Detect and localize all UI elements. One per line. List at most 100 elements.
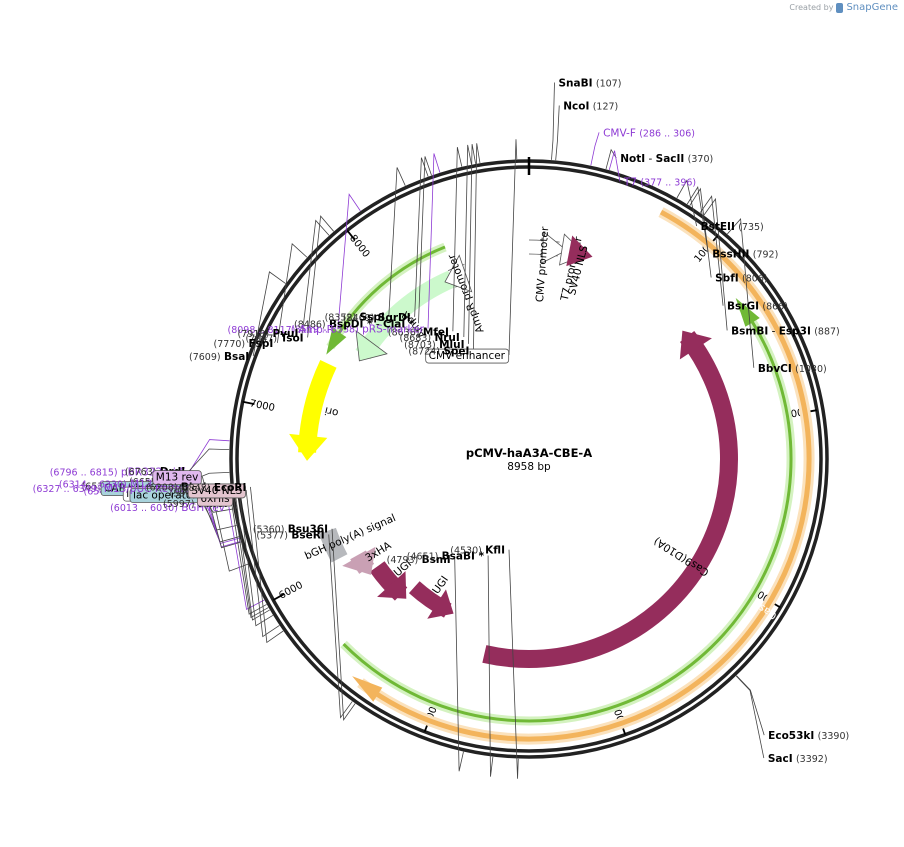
site-position: (286 .. 306)	[639, 128, 695, 139]
site-name: BspDI	[329, 318, 363, 330]
label-saci[interactable]: SacI (3392)	[768, 753, 828, 765]
label-bseri[interactable]: (5377) BseRI	[256, 529, 324, 541]
label-mlui[interactable]: (8703) MluI	[404, 339, 464, 351]
leader-line	[487, 555, 494, 777]
feature-green-outer[interactable]	[342, 305, 793, 723]
label-cmvenh[interactable]: CMV enhancer	[425, 348, 510, 364]
label-noti[interactable]: NotI - SacII (370)	[620, 153, 713, 165]
site-position: (8469)	[343, 313, 375, 324]
site-text: (4530) KflI	[450, 545, 505, 557]
label-snabi[interactable]: SnaBI (107)	[558, 78, 621, 90]
created-by-badge: Created by SnapGene	[789, 2, 898, 13]
label-sv40nls[interactable]: SV40 NLS	[187, 483, 246, 499]
label-bsshii[interactable]: BssHII (792)	[712, 249, 778, 261]
site-position: (6796 .. 6815)	[50, 467, 118, 478]
label-pvui[interactable]: (7918) PvuI	[238, 328, 299, 340]
box-label: M13 rev	[156, 472, 199, 484]
leader-line	[454, 558, 464, 772]
label-kfli[interactable]: (4530) KflI	[450, 545, 505, 557]
leader-line	[188, 448, 230, 472]
site-position: (7770)	[214, 339, 246, 350]
site-name: MfeI	[423, 326, 449, 338]
box-background	[187, 483, 246, 499]
site-text: (8486) BspDI * - ClaI *	[294, 318, 415, 330]
label-sbfi[interactable]: SbfI (806)	[715, 273, 767, 285]
site-position: (6539)	[82, 481, 114, 492]
label-lacop[interactable]: lac operator	[129, 488, 201, 503]
box-label: lac operator	[133, 490, 197, 502]
label-eco53ki[interactable]: Eco53kI (3390)	[768, 730, 849, 742]
site-name: NcoI	[563, 101, 589, 113]
site-text: (7947) TsoI	[246, 332, 304, 344]
label-nrui[interactable]: (8683) NruI	[400, 332, 460, 344]
site-text: (7609) BsaI	[189, 351, 249, 363]
site-name: BseRI	[291, 529, 324, 541]
label-ecori[interactable]: (5848) EcoRI	[179, 482, 247, 494]
site-text: (6327 .. 6349) M13/pUC Reverse	[33, 483, 197, 495]
label-cmvf[interactable]: CMV-F (286 .. 306)	[603, 127, 695, 139]
plasmid-name: pCMV-haA3A-CBE-A	[466, 446, 592, 460]
site-name: BssHII	[712, 249, 749, 261]
site-position: (8486)	[294, 319, 326, 330]
label-bsmbi[interactable]: BsmBI - Esp3I (887)	[731, 325, 840, 337]
site-position: (5360)	[253, 525, 285, 536]
label-sspi[interactable]: (8352) SspI	[325, 312, 385, 324]
site-position: (792)	[753, 250, 779, 261]
label-m13rev[interactable]: M13 rev	[152, 470, 202, 486]
label-m13puc[interactable]: (6327 .. 6349) M13/pUC Reverse	[33, 483, 197, 495]
leader-line	[508, 549, 519, 779]
site-name: MluI	[439, 339, 464, 351]
tick-label: 7000	[249, 398, 276, 414]
feature-arrowhead	[352, 676, 383, 702]
label-ampr[interactable]: (8098 .. 8117) Amp-R	[228, 324, 334, 336]
site-name-2: Esp3I	[779, 325, 811, 337]
feature-arrowhead	[355, 330, 388, 362]
feature-arrowhead	[566, 235, 593, 267]
label-prs[interactable]: (8519 .. 8538) pRS-marker	[291, 324, 425, 336]
label-bsmi[interactable]: (4793) BsmI	[387, 554, 451, 566]
site-text: (8724) SpeI	[408, 346, 469, 358]
feature-label: ori	[324, 404, 340, 419]
site-text: BstEII (735)	[701, 221, 764, 233]
label-t7[interactable]: T7 (377 .. 396)	[623, 176, 696, 188]
site-name: SgrDI	[378, 312, 411, 324]
leader-line	[676, 179, 698, 227]
feature-green-amp[interactable]	[329, 245, 446, 348]
label-bspdi[interactable]: (8486) BspDI * - ClaI *	[294, 318, 415, 330]
feature-cas9d10a[interactable]	[482, 331, 738, 668]
feature-label: CMV promoter	[534, 226, 551, 303]
label-bbvci[interactable]: BbvCI (1030)	[758, 363, 827, 375]
site-position: (7609)	[189, 352, 221, 363]
site-position: (7947)	[246, 333, 278, 344]
leader-line	[307, 215, 334, 338]
label-bsabi[interactable]: (4651) BsaBI *	[407, 551, 485, 563]
label-bsai[interactable]: (7609) BsaI	[189, 351, 249, 363]
label-mfei[interactable]: (8636) MfeI	[388, 326, 449, 338]
site-name: NotI	[620, 153, 645, 165]
site-text: (8098 .. 8117) Amp-R	[228, 324, 334, 336]
label-fspi[interactable]: (7770) FspI	[214, 338, 274, 350]
label-tsoi[interactable]: (7947) TsoI	[246, 332, 304, 344]
label-ncoi[interactable]: NcoI (127)	[563, 101, 618, 113]
leader-line	[727, 217, 755, 368]
label-spei[interactable]: (8724) SpeI	[408, 346, 469, 358]
feature-arrowhead	[342, 546, 376, 575]
tick-8000	[346, 229, 356, 241]
label-sgrdi[interactable]: (8469) SgrDI	[343, 312, 411, 324]
leader-line	[463, 144, 472, 338]
tick-7000	[242, 400, 255, 405]
site-position: (4793)	[387, 555, 419, 566]
label-bsrgi[interactable]: BsrGI (866)	[727, 301, 788, 313]
site-position: (887)	[814, 326, 840, 337]
leader-line	[189, 439, 230, 472]
tick-label: 8000	[347, 233, 371, 260]
site-position: (6763)	[125, 467, 157, 478]
label-bsu36i[interactable]: (5360) Bsu36I	[253, 524, 328, 536]
feature-cas9[interactable]	[358, 209, 812, 742]
leader-line	[233, 498, 269, 619]
site-text: (8352) SspI	[325, 312, 385, 324]
site-text: SacI (3392)	[768, 753, 828, 765]
site-name: CMV-F	[603, 127, 636, 139]
label-bsteii[interactable]: BstEII (735)	[701, 221, 764, 233]
